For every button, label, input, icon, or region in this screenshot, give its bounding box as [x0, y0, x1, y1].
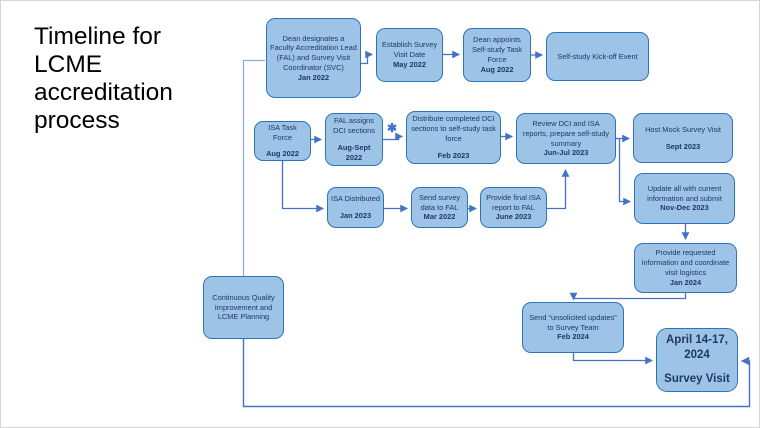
flow-node-label: Continuous Quality Improvement and LCME …	[212, 292, 275, 322]
slide-title: Timeline for LCME accreditation process	[34, 23, 173, 134]
flow-node-label: Dean designates a Faculty Accreditation …	[270, 33, 357, 72]
flow-node-date: Feb 2024	[557, 332, 589, 342]
flow-node-cqi-planning: Continuous Quality Improvement and LCME …	[203, 276, 284, 339]
flow-node-self-study-kickoff: Self-study Kick-off Event	[546, 32, 649, 81]
flow-node-label: Dean appoints Self-study Task Force	[472, 35, 522, 64]
flow-node-label: Provide final ISA report to FAL	[486, 192, 541, 212]
flow-node-label: Self-study Kick-off Event	[557, 51, 638, 61]
flow-node-date: Jan 2022	[297, 72, 330, 82]
flow-node-dean-appoints-task-force: Dean appoints Self-study Task Force Aug …	[463, 28, 531, 82]
flow-node-fal-assigns-dci: FAL assigns DCI sections Aug-Sept 2022	[325, 113, 383, 166]
flow-node-label: Send survey data to FAL	[418, 192, 461, 212]
flow-node-date: Feb 2023	[437, 150, 470, 160]
flow-node-date: Mar 2022	[423, 212, 456, 222]
flow-node-label: Provide requested information and coordi…	[641, 248, 730, 277]
flow-node-label: ISA Task Force	[268, 122, 297, 142]
flow-node-date: Sept 2023	[665, 141, 701, 151]
flow-node-dean-designates: Dean designates a Faculty Accreditation …	[266, 18, 361, 98]
flow-node-label: Review DCI and ISA reports, prepare self…	[522, 118, 610, 148]
flow-node-date: Survey Visit	[664, 372, 730, 385]
asterisk-annotation: ✱	[387, 121, 398, 135]
flow-node-date: Jun-Jul 2023	[543, 148, 589, 158]
flow-node-provide-final-isa: Provide final ISA report to FAL June 202…	[480, 187, 547, 228]
flow-node-label: Host Mock Survey Visit	[645, 124, 721, 134]
flow-node-send-survey-data: Send survey data to FAL Mar 2022	[411, 187, 468, 228]
flow-node-host-mock-survey-visit: Host Mock Survey Visit Sept 2023	[633, 113, 733, 163]
flow-node-label: Send “unsolicited updates” to Survey Tea…	[529, 312, 617, 332]
flow-node-label: Update all with current information and …	[647, 183, 722, 203]
flow-node-label: ISA Distributed	[331, 194, 380, 204]
flow-node-label: Distribute completed DCI sections to sel…	[411, 114, 496, 143]
flow-node-establish-survey-visit-date: Establish Survey Visit Date May 2022	[376, 28, 443, 82]
flow-node-review-dci-isa: Review DCI and ISA reports, prepare self…	[516, 113, 616, 164]
flow-node-date: Jan 2023	[339, 211, 372, 220]
flow-node-label: April 14-17, 2024	[666, 334, 728, 362]
flow-node-label: FAL assigns DCI sections	[333, 116, 375, 136]
flow-node-date: May 2022	[393, 59, 426, 69]
flow-node-isa-distributed: ISA Distributed Jan 2023	[327, 187, 384, 228]
flow-node-date: Aug 2022	[266, 149, 299, 159]
flow-node-send-unsolicited-updates: Send “unsolicited updates” to Survey Tea…	[522, 302, 624, 353]
flow-node-distribute-dci: Distribute completed DCI sections to sel…	[406, 111, 501, 164]
flow-node-date: Jan 2024	[669, 277, 702, 287]
flow-node-date: Aug-Sept 2022	[337, 143, 371, 162]
flow-node-isa-task-force: ISA Task Force Aug 2022	[254, 121, 311, 161]
flow-node-survey-visit: April 14-17, 2024 Survey Visit	[656, 328, 738, 392]
flow-node-update-all-submit: Update all with current information and …	[634, 173, 735, 224]
flow-node-provide-requested-info: Provide requested information and coordi…	[634, 243, 737, 293]
flow-node-date: Aug 2022	[480, 64, 514, 74]
flow-node-date: Nov-Dec 2023	[660, 203, 709, 213]
flow-node-label: Establish Survey Visit Date	[381, 40, 438, 60]
flow-node-date: June 2023	[495, 212, 532, 222]
